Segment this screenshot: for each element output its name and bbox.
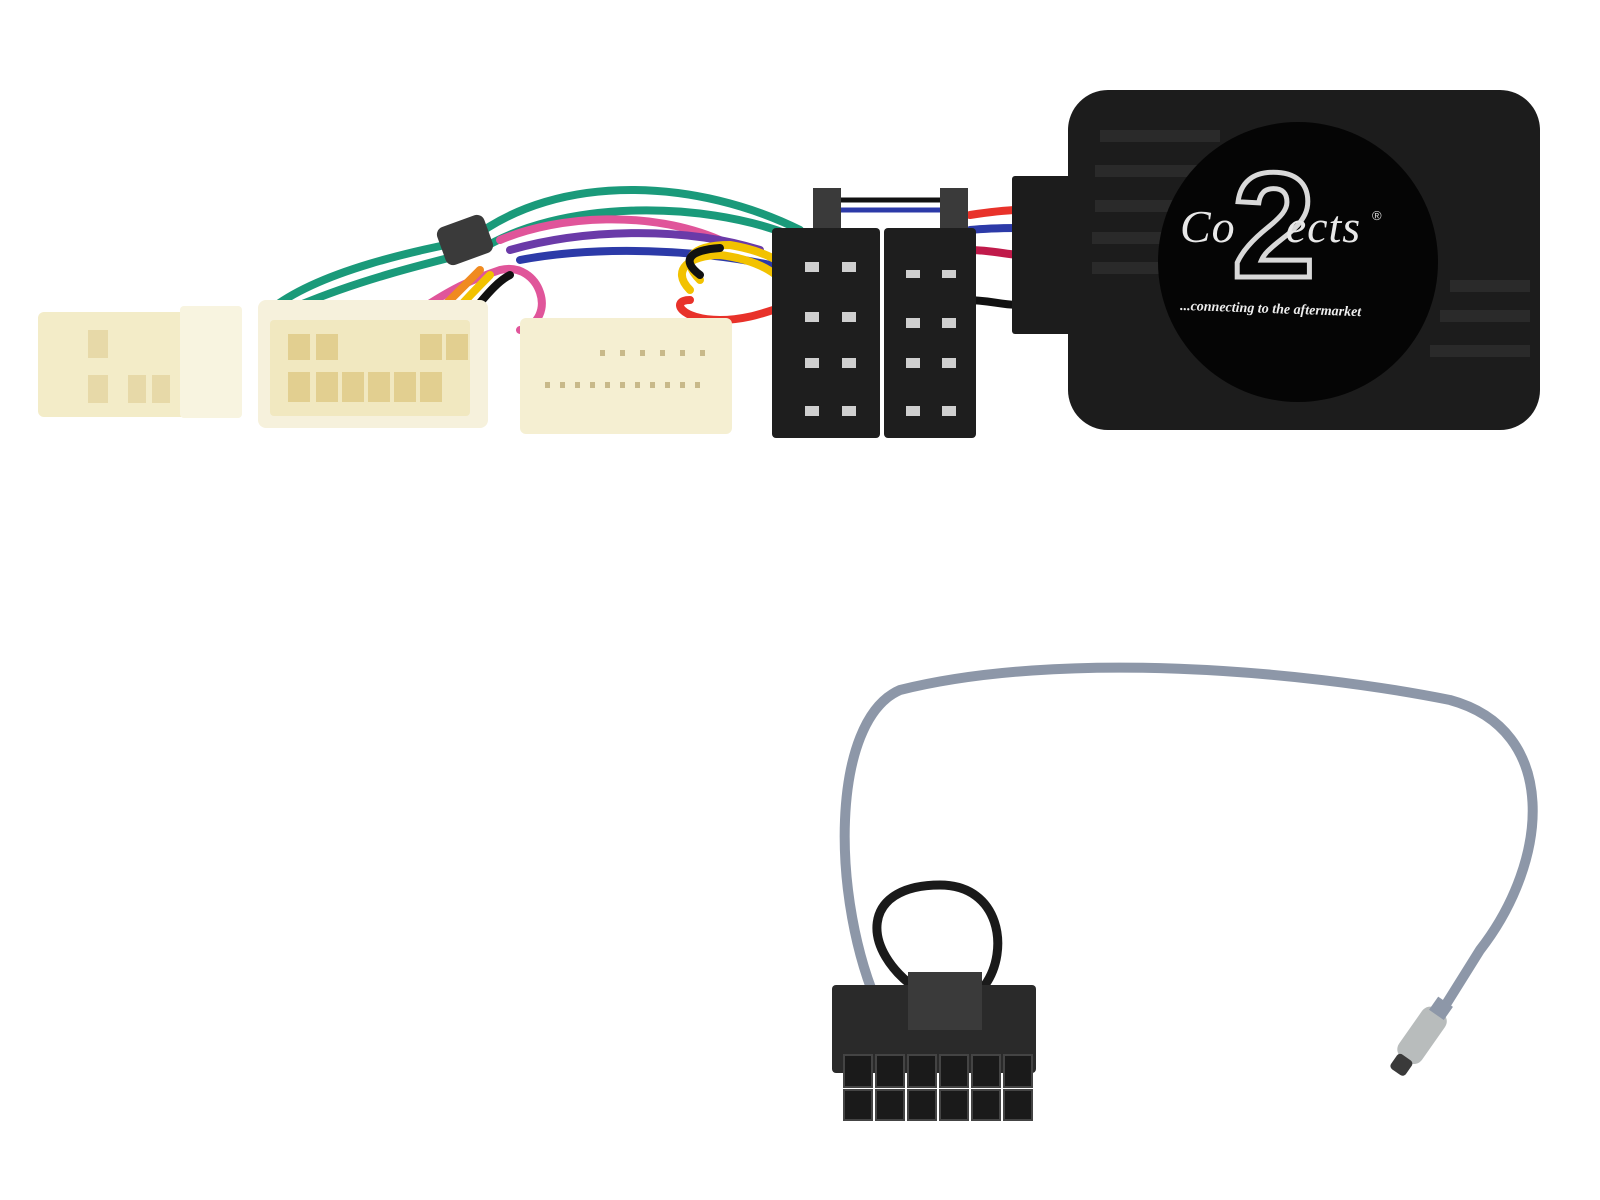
brand-script-right: ects: [1285, 201, 1362, 252]
interface-module: [1068, 90, 1540, 430]
iso-connector-pair: [772, 188, 976, 438]
patch-lead-jack: [1390, 996, 1453, 1076]
registered-mark: ®: [1372, 208, 1382, 223]
vehicle-connector-medium: [258, 300, 488, 428]
brand-script-left: Co: [1180, 201, 1236, 252]
patch-lead-plug: [832, 972, 1036, 1121]
brand-numeral: 2: [1229, 141, 1317, 309]
vehicle-connector-large: [520, 318, 732, 434]
vehicle-connector-small: [38, 306, 242, 418]
